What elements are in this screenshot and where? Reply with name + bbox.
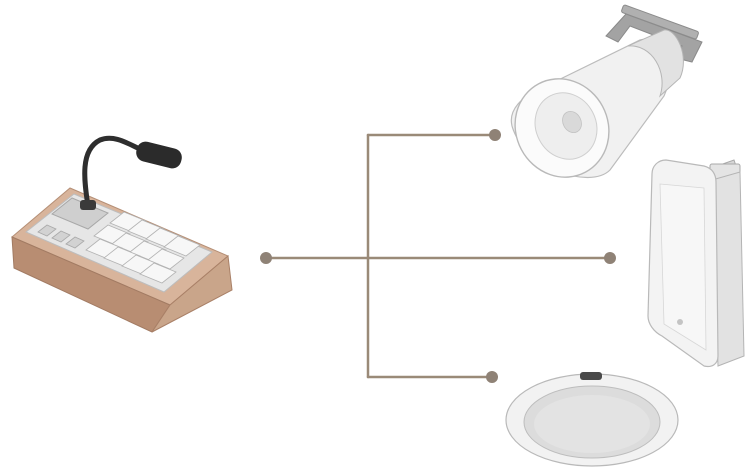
connector-node-ceiling <box>486 371 498 383</box>
ceiling-speaker-icon <box>506 372 678 466</box>
wall-speaker-grille <box>660 184 706 350</box>
console-mic-base <box>80 200 96 210</box>
connector-node-wall-speaker <box>604 252 616 264</box>
wall-speaker-logo <box>677 319 683 325</box>
connector-node-horn <box>489 129 501 141</box>
connector-node-console <box>260 252 272 264</box>
paging-console-microphone-icon <box>12 138 232 332</box>
ceiling-speaker-grille-inner <box>534 395 650 453</box>
console-mic-head <box>134 140 183 171</box>
console-mic-gooseneck <box>85 138 142 206</box>
ceiling-speaker-clip <box>580 372 602 380</box>
wall-cabinet-speaker-icon <box>648 160 744 367</box>
